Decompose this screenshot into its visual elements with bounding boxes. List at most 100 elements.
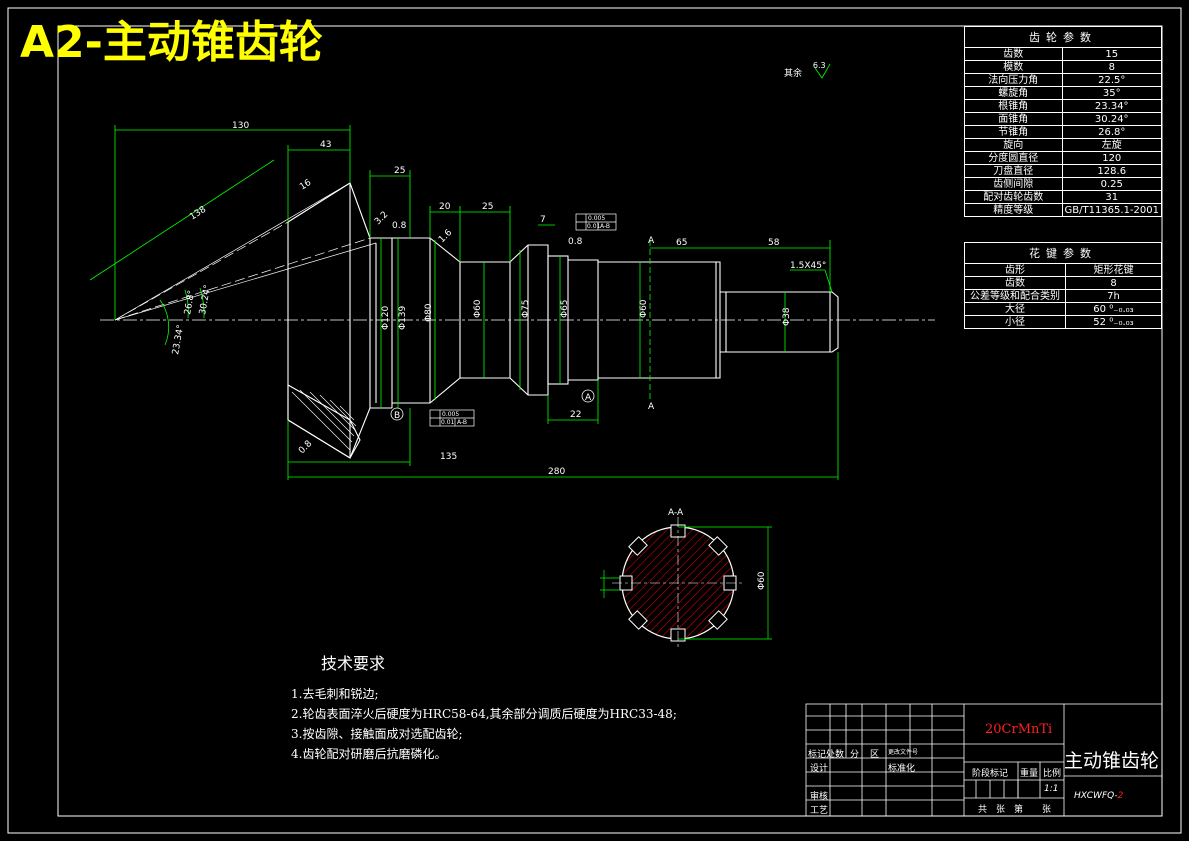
spline-table-key: 小径: [964, 315, 1066, 329]
gear-table-key: 模数: [964, 60, 1063, 74]
gear-table-key: 齿数: [964, 47, 1063, 61]
tol-top-3: A-B: [600, 223, 610, 230]
section-aa: Φ60: [600, 517, 772, 649]
tb-ratio: 比例: [1043, 769, 1062, 779]
tb-scale: 1:1: [1044, 784, 1059, 794]
gear-table-value: 23.34°: [1061, 99, 1162, 113]
title-block-lines: [805, 703, 1163, 817]
tb-standardize: 标准化: [888, 764, 916, 774]
tb-change-doc: 区: [870, 750, 880, 760]
gear-table-key: 法向压力角: [964, 73, 1063, 87]
datum-a-circle: [581, 389, 595, 403]
gear-table-value: 22.5°: [1061, 73, 1162, 87]
dim-58: 58: [768, 238, 780, 248]
spline-table-value: 矩形花键: [1065, 263, 1162, 277]
spline-table-value: 60 ⁰₋₀.₀₃: [1065, 302, 1162, 316]
drawing-title: A2-主动锥齿轮: [20, 17, 323, 68]
label-a-top: A: [648, 236, 655, 246]
tb-sheets: 张: [996, 805, 1006, 815]
drawing-code: HXCWFQ-2: [1074, 791, 1123, 801]
gear-table-key: 根锥角: [964, 99, 1063, 113]
gear-table-value: 30.24°: [1061, 112, 1162, 126]
gear-table-key: 旋向: [964, 138, 1063, 152]
tech-list: 1.去毛刺和锐边;2.轮齿表面淬火后硬度为HRC58-64,其余部分调质后硬度为…: [291, 684, 677, 764]
gear-table-value: GB/T11365.1-2001: [1061, 203, 1162, 217]
tb-stage-mark: 阶段标记: [972, 769, 1009, 779]
gear-table-value: 35°: [1061, 86, 1162, 100]
dim-phi60b: Φ60: [639, 299, 649, 318]
tb-revision: 标记处数: [808, 750, 845, 760]
drawing-code-text: HXCWFQ-: [1074, 791, 1118, 801]
part-name: 主动锥齿轮: [1064, 750, 1160, 772]
dim-25a: 25: [394, 166, 405, 176]
cone-lines: [114, 182, 377, 321]
dim-chamfer: 1.5X45°: [790, 261, 826, 271]
dim-280: 280: [548, 467, 565, 477]
dim-65: 65: [676, 238, 687, 248]
tb-weight: 重量: [1020, 769, 1039, 779]
gear-table-value: 31: [1061, 190, 1162, 204]
gear-table-row: 旋向左旋: [964, 138, 1162, 152]
dim-135: 135: [440, 452, 457, 462]
gear-table-value: 0.25: [1061, 177, 1162, 191]
gear-table-key: 分度圆直径: [964, 151, 1063, 165]
dim-phi65: Φ65: [560, 299, 570, 318]
dim-130: 130: [232, 121, 249, 131]
material: 20CrMnTi: [985, 722, 1053, 737]
gear-table-value: 左旋: [1061, 138, 1162, 152]
datum-b: B: [394, 411, 400, 421]
tb-sheet: 张: [1042, 805, 1052, 815]
roughness-symbol: [814, 63, 831, 79]
gear-table-value: 120: [1061, 151, 1162, 165]
gear-table-header: 齿轮参数: [964, 26, 1162, 48]
tol-bot-2: 0.01: [441, 419, 455, 426]
gear-outline: [287, 182, 839, 459]
rough-32: 3.2: [373, 210, 390, 227]
tech-item: 3.按齿隙、接触面成对选配齿轮;: [291, 727, 463, 741]
dim-16: 16: [298, 178, 313, 193]
tb-zone: 分: [850, 750, 860, 760]
section-label: A-A: [668, 508, 684, 518]
tolerance-frame-top: [575, 213, 617, 231]
drawing-code-suffix: 2: [1117, 791, 1124, 801]
section-dim-phi60: Φ60: [757, 571, 767, 590]
dim-7: 7: [540, 215, 546, 225]
tech-title: 技术要求: [321, 654, 386, 673]
spline-table-header: 花键参数: [964, 242, 1162, 264]
tb-change-no: 更改文件号: [888, 749, 919, 756]
gear-table-key: 齿侧间隙: [964, 177, 1063, 191]
dim-phi60: Φ60: [473, 299, 483, 318]
gear-tooth-hatch: [291, 389, 357, 451]
spline-table-key: 大径: [964, 302, 1066, 316]
tb-design: 设计: [810, 764, 829, 774]
gear-table-key: 面锥角: [964, 112, 1063, 126]
gear-table-value: 128.6: [1061, 164, 1162, 178]
spline-table-key: 齿数: [964, 276, 1066, 290]
dimension-labels: 130 43 138 16 25 20 25 7 65 58 1.5X45° 1…: [171, 121, 826, 477]
roughness-label: 其余 6.3: [784, 61, 826, 79]
inner-frame: [57, 25, 1163, 817]
tech-item: 1.去毛刺和锐边;: [291, 687, 379, 701]
dim-22: 22: [570, 410, 581, 420]
dim-phi38: Φ38: [782, 307, 792, 326]
tb-process: 工艺: [810, 806, 829, 816]
roughness-text: 其余: [784, 69, 803, 79]
tb-total: 共: [978, 805, 988, 815]
gear-table-key: 螺旋角: [964, 86, 1063, 100]
outer-frame: [7, 7, 1182, 834]
dim-phi139: Φ139: [398, 305, 408, 330]
